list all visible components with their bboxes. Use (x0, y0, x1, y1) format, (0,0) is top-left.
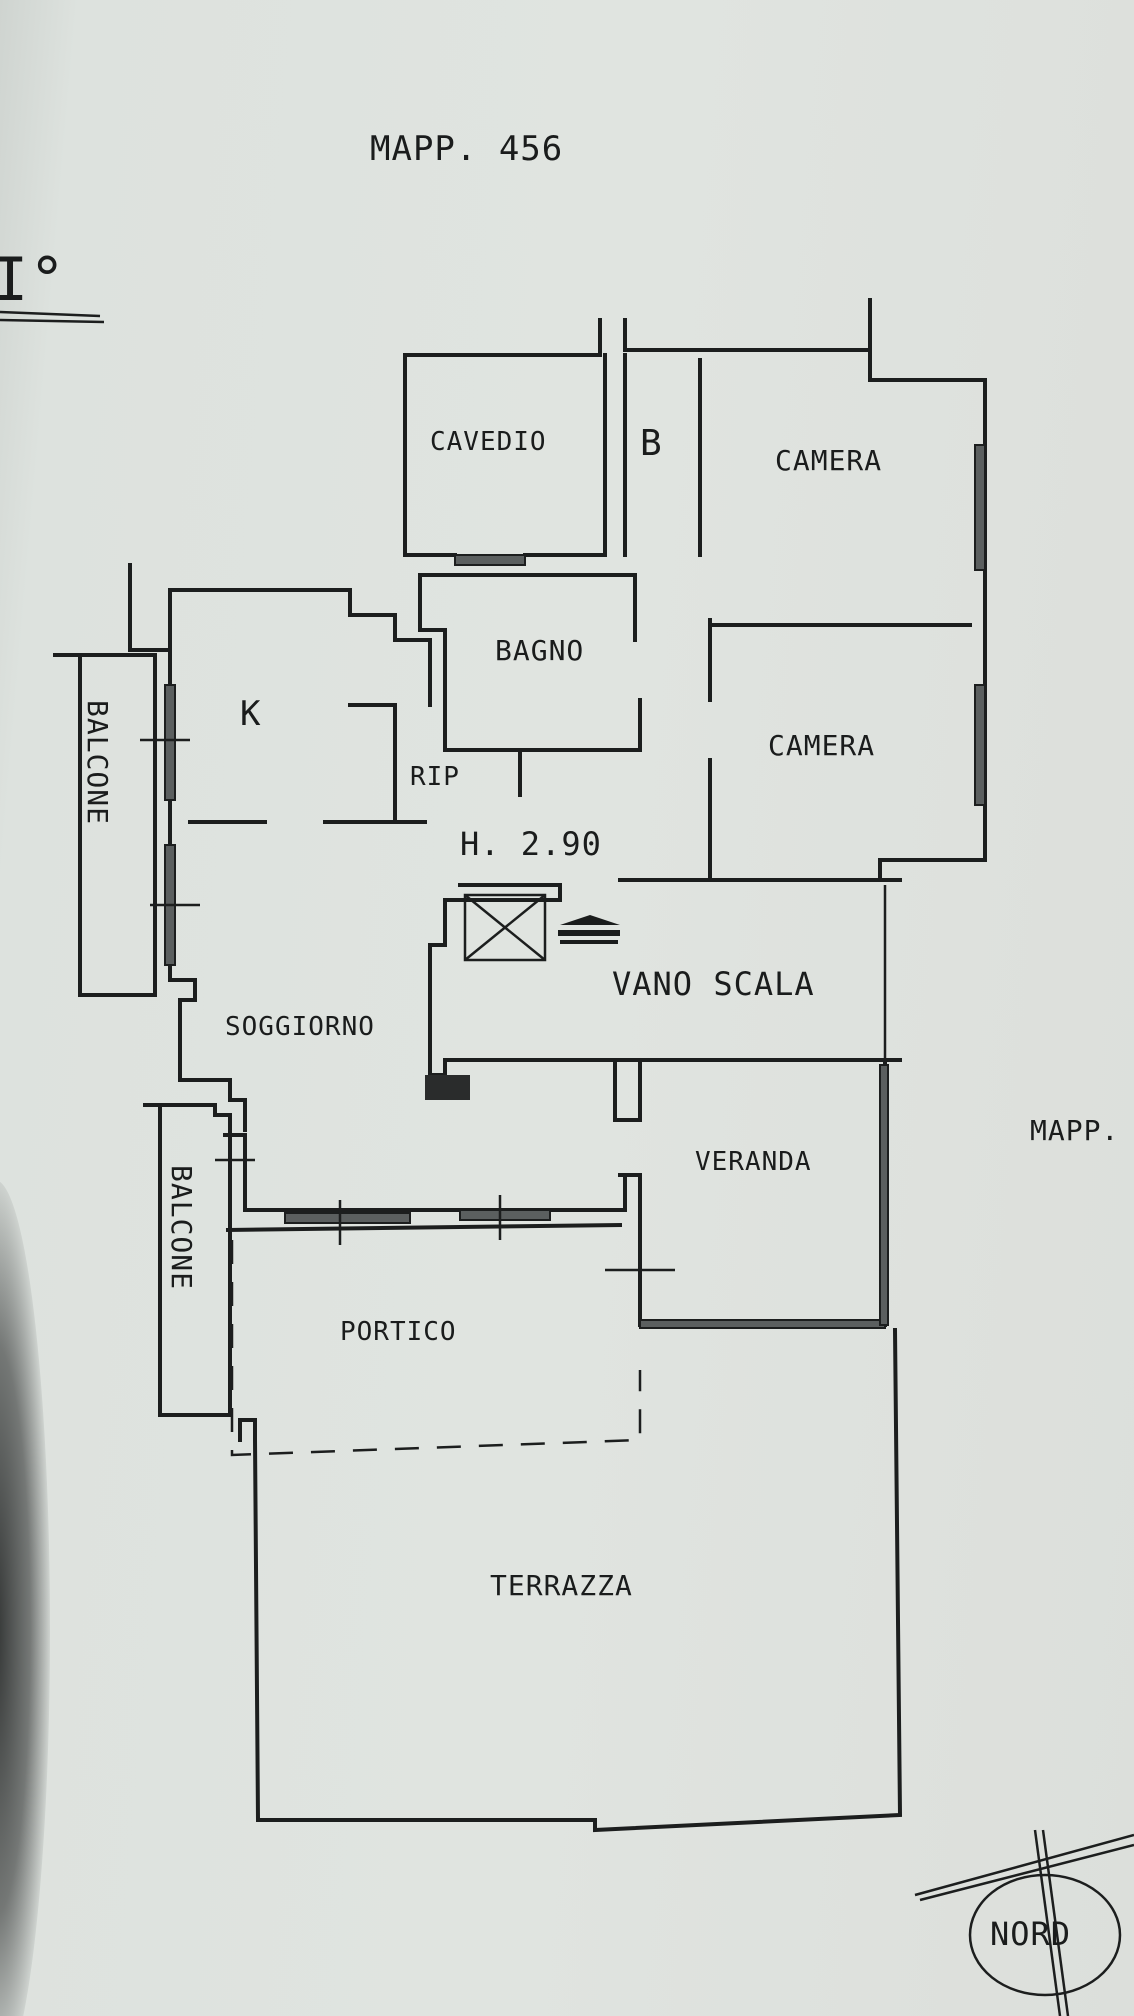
wall-terrazza (238, 1327, 903, 1833)
height-note: H. 2.90 (460, 825, 602, 863)
room-label-portico: PORTICO (340, 1317, 457, 1347)
window-camera-2 (974, 684, 986, 806)
hatch-mark (425, 1075, 470, 1100)
window-kitchen (164, 684, 176, 801)
window-portico-1 (284, 1212, 411, 1224)
room-label-cavedio: CAVEDIO (430, 427, 547, 457)
north-compass: NORD (914, 1829, 1134, 2016)
window-camera-1 (974, 444, 986, 571)
labels: MAPP. 456 MAPP. CAVEDIO B CAMERA BAGNO C… (81, 129, 1119, 1602)
window-ticks (140, 738, 675, 1272)
room-label-soggiorno: SOGGIORNO (225, 1012, 375, 1042)
compass-needle-1 (1033, 1829, 1062, 2016)
room-label-balcone-2: BALCONE (165, 1165, 198, 1290)
wall-kitchen-north (128, 563, 397, 652)
wall-soggiorno-west (168, 813, 247, 1132)
compass-needle-2 (1041, 1829, 1070, 2016)
compass-label: NORD (990, 1915, 1071, 1953)
wall-top-cavedio (403, 318, 602, 357)
compass-line-1 (914, 1833, 1134, 1897)
side-map-ref-label: MAPP. (1030, 1114, 1119, 1147)
wall-soggiorno-south-b (225, 1222, 623, 1233)
room-label-k: K (240, 694, 261, 734)
room-label-camera-1: CAMERA (775, 444, 882, 477)
wall-rip (348, 703, 397, 822)
room-label-camera-2: CAMERA (768, 729, 875, 762)
compass-circle (968, 1873, 1122, 1997)
room-label-vano-scala: VANO SCALA (612, 965, 815, 1003)
wall-soggiorno-south (223, 1133, 627, 1212)
wall-top-camera (623, 298, 872, 352)
window-veranda-east (879, 1064, 889, 1326)
room-label-bagno: BAGNO (495, 634, 584, 667)
room-label-terrazza: TERRAZZA (490, 1569, 633, 1602)
room-label-b: B (640, 423, 663, 464)
portico-outline (230, 1240, 642, 1457)
wall-cavedio-south-b (523, 353, 607, 557)
wall-veranda-stub (613, 1058, 642, 1122)
portico-dashed (230, 1240, 642, 1457)
elevator-shaft (463, 893, 547, 962)
map-ref-label: MAPP. 456 (370, 129, 563, 169)
wall-stair-south (443, 1058, 902, 1077)
wall-stair-west (428, 883, 562, 1077)
stair-arrow-icon (558, 915, 620, 944)
wall-bagno-outline (418, 573, 642, 752)
wall-kitchen-east (393, 613, 432, 707)
floor-mark-underline (0, 310, 101, 318)
room-label-veranda: VERANDA (695, 1147, 812, 1177)
floor-mark: I° (0, 245, 105, 324)
floor-mark-text: I° (0, 245, 66, 315)
window-portico-2 (459, 1209, 551, 1221)
windows (164, 444, 986, 1329)
room-label-balcone-1: BALCONE (81, 700, 114, 825)
wall-bagno-top (418, 573, 637, 642)
window-cavedio (454, 554, 526, 566)
room-label-rip: RIP (410, 762, 460, 792)
window-veranda (639, 1319, 886, 1329)
balcone-1 (53, 653, 157, 997)
wall-east (868, 298, 987, 882)
compass-line-2 (919, 1843, 1134, 1902)
floor-mark-underline-2 (0, 318, 105, 324)
balcone-2 (143, 1103, 232, 1417)
